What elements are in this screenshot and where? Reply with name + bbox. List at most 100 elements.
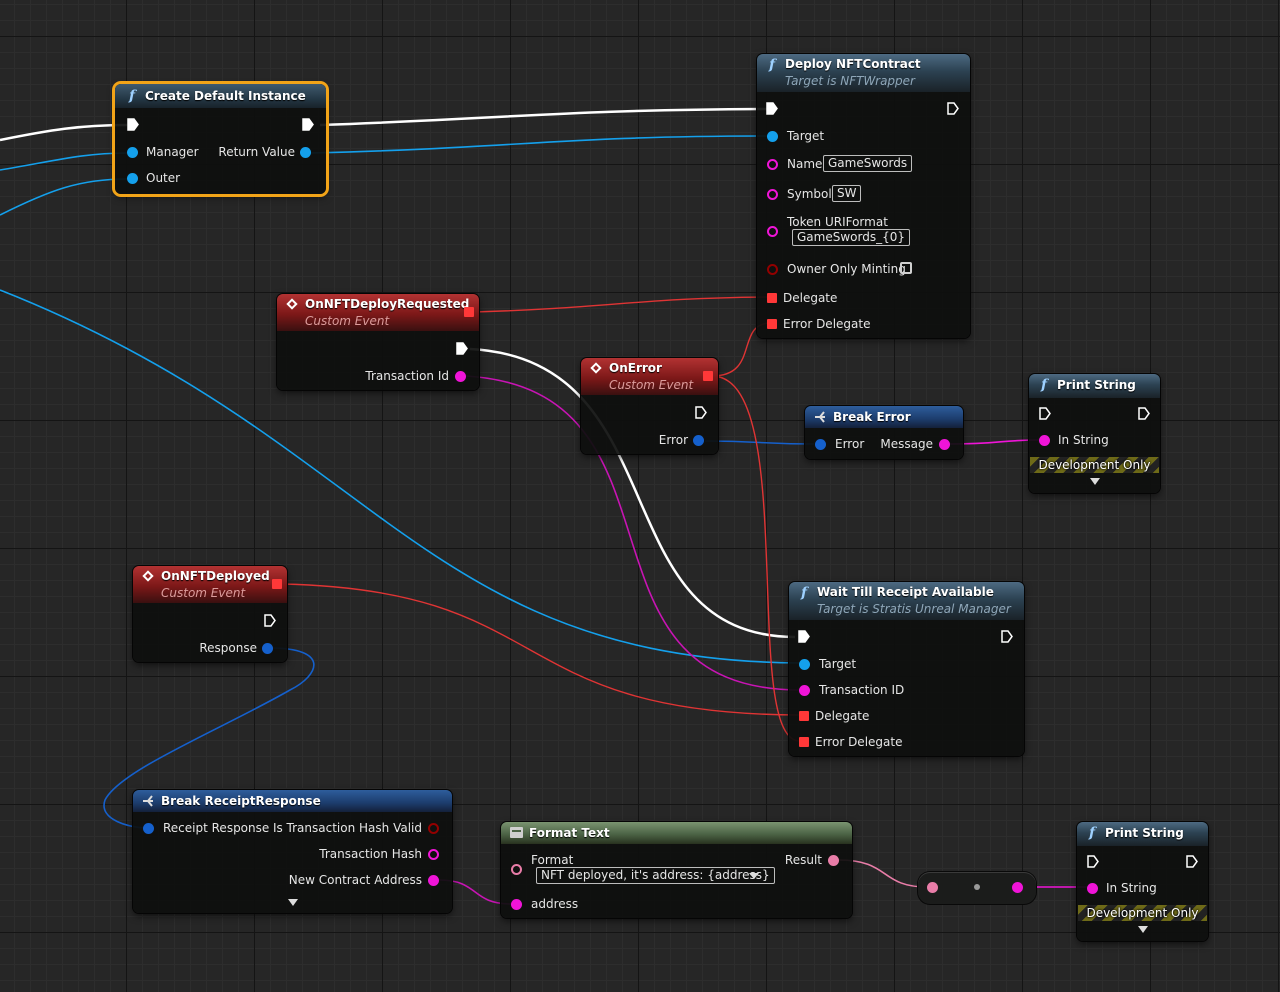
is-transaction-hash-valid-label: Is Transaction Hash Valid [272, 821, 422, 835]
exec-out-pin[interactable] [1138, 407, 1150, 420]
exec-in-pin[interactable] [766, 102, 778, 115]
delegate-wire-deployed-to-wait[interactable] [281, 583, 801, 716]
node-on-nft-deploy-requested[interactable]: OnNFTDeployRequested Custom Event Transa… [277, 294, 479, 390]
message-pin[interactable] [939, 439, 950, 450]
exec-in-pin[interactable] [127, 118, 139, 131]
output-delegate-pin[interactable] [272, 579, 282, 589]
node-print-string-2[interactable]: f Print String In String Development Onl… [1077, 822, 1208, 941]
new-contract-address-pin[interactable] [428, 875, 439, 886]
exec-out-pin[interactable] [456, 342, 468, 355]
error-delegate-pin[interactable] [767, 319, 777, 329]
delegate-wire-request-to-deploy[interactable] [473, 296, 768, 313]
exec-out-pin[interactable] [1001, 630, 1013, 643]
format-label: Format [531, 853, 574, 867]
node-wait-till-receipt-available[interactable]: f Wait Till Receipt Available Target is … [789, 582, 1024, 756]
object-wire-manager[interactable] [0, 152, 128, 171]
node-deploy-nft-contract[interactable]: f Deploy NFTContract Target is NFTWrappe… [757, 54, 970, 338]
in-string-pin[interactable] [1087, 883, 1098, 894]
exec-out-pin[interactable] [1186, 855, 1198, 868]
chevron-down-icon[interactable] [749, 873, 759, 879]
node-print-string-1[interactable]: f Print String In String Development Onl… [1029, 374, 1160, 493]
target-pin[interactable] [767, 131, 778, 142]
exec-in-pin[interactable] [798, 630, 810, 643]
object-wire-return-to-target[interactable] [309, 135, 768, 154]
address-pin[interactable] [511, 899, 522, 910]
output-delegate-pin[interactable] [703, 371, 713, 381]
node-break-error[interactable]: Break Error Error Message [805, 406, 963, 459]
text-wire-result[interactable] [838, 859, 928, 888]
transaction-id-pin[interactable] [455, 371, 466, 382]
response-label: Response [199, 641, 257, 655]
exec-wire-in[interactable] [0, 123, 128, 142]
break-struct-icon [815, 411, 825, 423]
development-only-banner: Development Only [1030, 457, 1159, 473]
delegate-pin[interactable] [799, 711, 809, 721]
message-label: Message [880, 437, 933, 451]
token-uri-format-label: Token URIFormat [787, 215, 888, 229]
address-label: address [531, 897, 579, 911]
conversion-output-pin[interactable] [1012, 882, 1023, 893]
error-delegate-label: Error Delegate [783, 317, 871, 331]
manager-pin[interactable] [127, 147, 138, 158]
node-title: Break Error [833, 410, 911, 424]
expand-arrow-icon[interactable] [1090, 478, 1100, 485]
output-delegate-pin[interactable] [464, 307, 474, 317]
token-uri-format-pin[interactable] [767, 226, 778, 237]
target-label: Target [819, 657, 857, 671]
string-wire-transaction-id[interactable] [465, 375, 801, 691]
node-format-text[interactable]: Format Text Format NFT deployed, it's ad… [501, 822, 852, 918]
object-wire-to-wait-target[interactable] [0, 289, 801, 664]
exec-out-pin[interactable] [947, 102, 959, 115]
break-struct-icon [143, 795, 153, 807]
transaction-id-pin[interactable] [799, 685, 810, 696]
delegate-pin[interactable] [767, 293, 777, 303]
error-pin[interactable] [815, 439, 826, 450]
name-input[interactable]: GameSwords [823, 155, 913, 172]
expand-arrow-icon[interactable] [288, 899, 298, 906]
delegate-wire-error-to-wait[interactable] [711, 375, 801, 742]
owner-only-minting-pin[interactable] [767, 264, 778, 275]
error-delegate-pin[interactable] [799, 737, 809, 747]
object-wire-outer[interactable] [0, 178, 128, 216]
symbol-pin[interactable] [767, 189, 778, 200]
node-on-nft-deployed[interactable]: OnNFTDeployed Custom Event Response [133, 566, 287, 662]
outer-pin[interactable] [127, 173, 138, 184]
token-uri-format-input[interactable]: GameSwords_{0} [792, 229, 910, 246]
exec-out-pin[interactable] [302, 118, 314, 131]
expand-arrow-icon[interactable] [1138, 926, 1148, 933]
name-pin[interactable] [767, 159, 778, 170]
node-text-to-string-conversion[interactable] [918, 872, 1036, 904]
in-string-pin[interactable] [1039, 435, 1050, 446]
string-wire-message[interactable] [949, 439, 1041, 445]
exec-out-pin[interactable] [695, 406, 707, 419]
node-subtitle: Target is Stratis Unreal Manager [817, 602, 1011, 616]
receipt-response-pin[interactable] [143, 823, 154, 834]
new-contract-address-label: New Contract Address [288, 873, 422, 887]
conversion-input-pin[interactable] [927, 882, 938, 893]
exec-wire-create-to-deploy[interactable] [319, 107, 768, 127]
return-value-pin[interactable] [300, 147, 311, 158]
node-create-default-instance[interactable]: f Create Default Instance Manager Return… [115, 84, 326, 194]
node-title: Print String [1105, 826, 1184, 840]
node-on-error[interactable]: OnError Custom Event Error [581, 358, 718, 454]
transaction-hash-pin[interactable] [428, 849, 439, 860]
conversion-dot-icon [974, 884, 980, 890]
result-pin[interactable] [828, 855, 839, 866]
target-pin[interactable] [799, 659, 810, 670]
exec-in-pin[interactable] [1087, 855, 1099, 868]
node-title: Wait Till Receipt Available [817, 585, 994, 599]
is-transaction-hash-valid-pin[interactable] [428, 823, 439, 834]
owner-only-minting-checkbox[interactable] [900, 262, 912, 274]
response-pin[interactable] [262, 643, 273, 654]
transaction-id-label: Transaction ID [819, 683, 905, 697]
node-break-receipt-response[interactable]: Break ReceiptResponse Receipt Response I… [133, 790, 452, 913]
symbol-input[interactable]: SW [832, 185, 862, 202]
object-wire-response[interactable] [103, 647, 315, 829]
format-input[interactable]: NFT deployed, it's address: {address} [536, 867, 775, 884]
exec-in-pin[interactable] [1039, 407, 1051, 420]
format-pin[interactable] [511, 864, 522, 875]
exec-out-pin[interactable] [264, 614, 276, 627]
error-pin[interactable] [693, 435, 704, 446]
object-wire-error[interactable] [704, 440, 815, 445]
exec-wire-request-to-wait[interactable] [469, 347, 796, 639]
